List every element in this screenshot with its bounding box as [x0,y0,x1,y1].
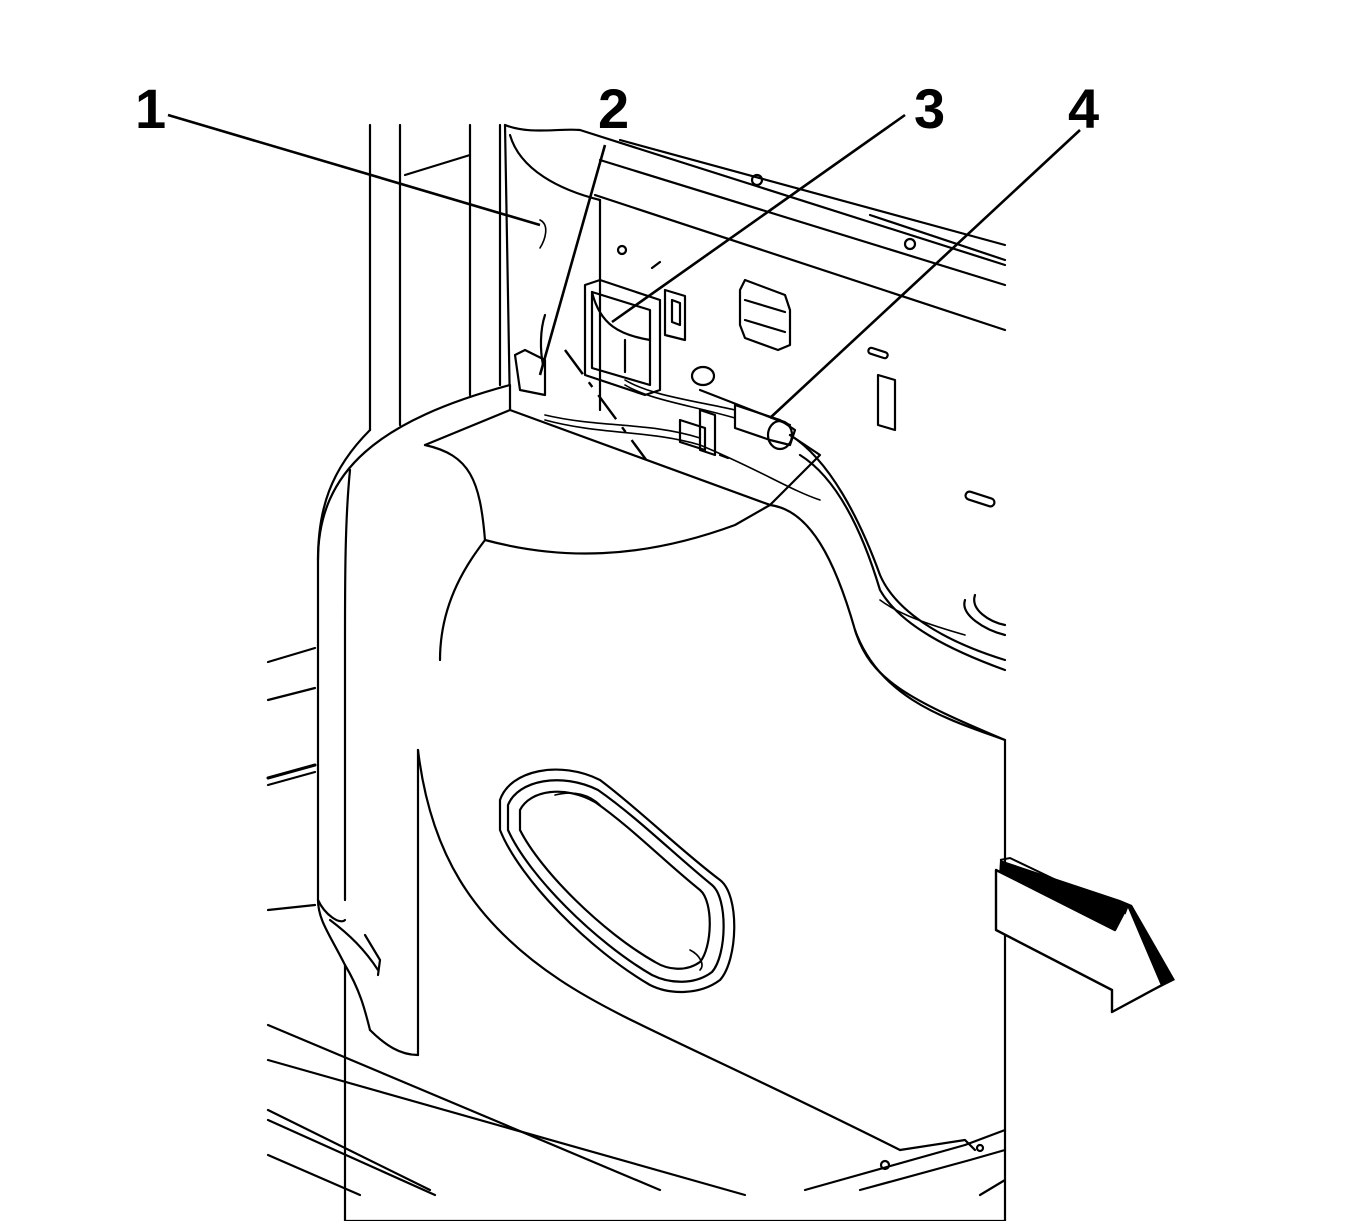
door-sill [266,1023,1007,1197]
handle-bracket [583,278,662,397]
callout-1: 1 [135,77,166,140]
leader-lines [167,113,1081,419]
callout-4: 4 [1068,77,1099,140]
direction-arrow-icon [994,856,1175,1014]
door-inner-panel [503,123,1007,637]
leader-line-4 [769,129,1081,419]
callout-3: 3 [914,77,945,140]
electrical-connector [624,379,797,460]
door-pillar [266,123,502,912]
leader-line-3 [611,113,906,324]
leader-line-1 [167,113,541,227]
callout-2: 2 [598,77,629,140]
callout-labels: 1 2 3 4 [135,77,1099,140]
leader-line-2 [538,144,607,376]
pull-handle-pocket [498,768,736,994]
door-trim-panel [316,383,1007,1221]
